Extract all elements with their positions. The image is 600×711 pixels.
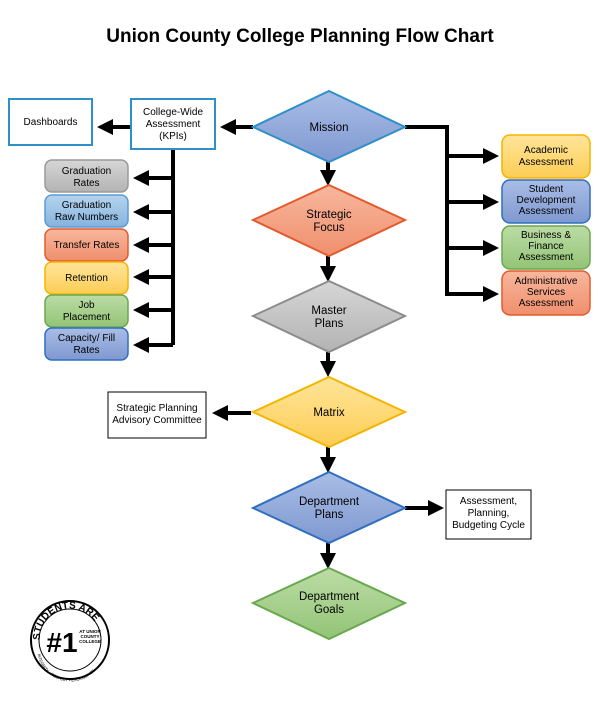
node-label: Rates xyxy=(73,178,99,189)
node-label: Department xyxy=(299,591,360,603)
dashboards-box: Dashboards xyxy=(8,98,93,146)
node-label: Goals xyxy=(314,604,344,616)
node-label: Plans xyxy=(315,509,344,521)
node-label: Academic xyxy=(524,145,568,156)
node-label: Assessment xyxy=(519,157,574,168)
node-label: Assessment xyxy=(146,119,201,130)
node-label: Raw Numbers xyxy=(55,212,118,223)
node-label: Placement xyxy=(63,312,110,323)
retention-box: Retention xyxy=(44,261,129,295)
node-label: Business & xyxy=(521,230,571,241)
node-label: Retention xyxy=(65,273,108,284)
node-label: Graduation xyxy=(62,166,111,177)
node-label: Assessment xyxy=(519,206,574,217)
node-label: Transfer Rates xyxy=(54,240,120,251)
node-label: Mission xyxy=(310,122,349,134)
node-label: Assessment xyxy=(519,298,574,309)
logo-sub-text: COUNTY xyxy=(81,634,100,639)
node-label: Assessment xyxy=(519,252,574,263)
node-label: Plans xyxy=(315,318,344,330)
node-label: Rates xyxy=(73,345,99,356)
node-label: College-Wide xyxy=(143,107,203,118)
node-label: Strategic xyxy=(306,209,352,221)
mission-node: Mission xyxy=(250,89,408,164)
svg-text:Mission: Mission xyxy=(310,122,349,134)
node-label: Department xyxy=(299,496,360,508)
svg-text:Retention: Retention xyxy=(65,273,108,284)
node-label: Administrative xyxy=(515,276,578,287)
assessment-planning-budgeting-cycle-box: Assessment,Planning,Budgeting Cycle xyxy=(445,489,532,540)
node-label: Student xyxy=(529,184,564,195)
node-label: Strategic Planning xyxy=(116,403,197,414)
chart-title: Union County College Planning Flow Chart xyxy=(106,26,494,47)
node-label: Graduation xyxy=(62,200,111,211)
node-label: Development xyxy=(517,195,576,206)
transfer-rates-box: Transfer Rates xyxy=(44,228,129,262)
node-label: Dashboards xyxy=(24,117,78,128)
node-label: Capacity/ Fill xyxy=(58,333,115,344)
svg-text:Assessment,Planning,Budgeting: Assessment,Planning,Budgeting Cycle xyxy=(452,496,525,531)
svg-text:Transfer Rates: Transfer Rates xyxy=(54,240,120,251)
matrix-node: Matrix xyxy=(250,375,408,449)
node-label: Matrix xyxy=(313,407,345,419)
node-label: Services xyxy=(527,287,565,298)
students-are-number-one-logo: STUDENTS ARE INTEGRITY • RESPECT • EXCEL… xyxy=(30,600,110,683)
svg-text:Matrix: Matrix xyxy=(313,407,345,419)
node-label: Assessment, xyxy=(460,496,517,507)
node-label: Advisory Committee xyxy=(112,415,202,426)
logo-sub-text: AT UNION xyxy=(79,629,100,634)
node-label: Job xyxy=(78,300,95,311)
logo-sub-text: COLLEGE xyxy=(79,639,101,644)
node-label: Focus xyxy=(313,222,345,234)
node-label: (KPIs) xyxy=(159,131,187,142)
node-label: Finance xyxy=(528,241,564,252)
node-label: Planning, xyxy=(468,508,510,519)
node-label: Master xyxy=(311,305,346,317)
svg-text:Dashboards: Dashboards xyxy=(24,117,78,128)
node-label: Budgeting Cycle xyxy=(452,520,525,531)
logo-number: #1 xyxy=(46,627,77,658)
